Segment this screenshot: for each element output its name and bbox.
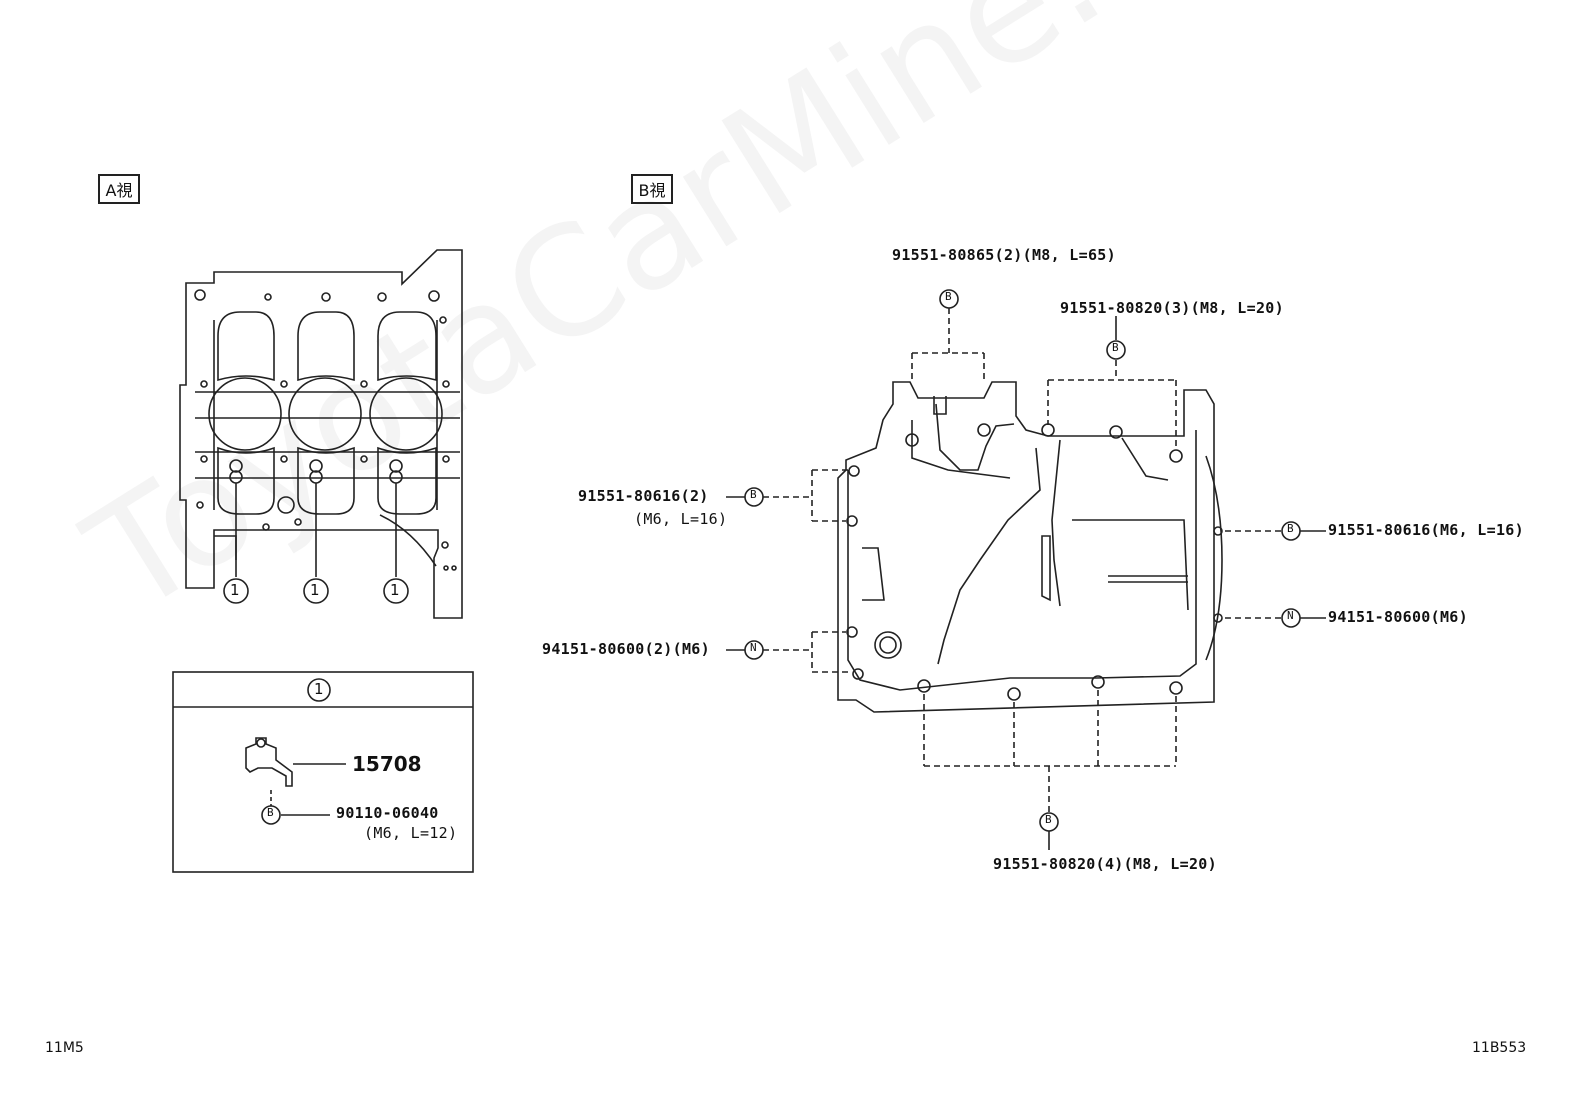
right-lower-symbol: N: [1287, 609, 1294, 622]
callout-number: 1: [230, 581, 240, 599]
left-upper-bolt-label: 91551-80616(2): [578, 487, 709, 505]
bolt-spec: (M6, L=12): [364, 824, 458, 842]
view-b-label: B視: [631, 174, 673, 204]
footer-right-code: 11B553: [1472, 1040, 1527, 1056]
left-lower-nut-label: 94151-80600(2)(M6): [542, 640, 710, 658]
bolt-part-number: 90110-06040: [336, 804, 439, 822]
oil-pan-drawing: [837, 381, 1223, 713]
footer-left-code: 11M5: [45, 1040, 84, 1056]
b-view-leaders: [763, 308, 1282, 813]
b-view-symbol-circles: [726, 289, 1326, 850]
left-lower-symbol: N: [750, 641, 757, 654]
cylinder-block-drawing: [179, 249, 463, 619]
oil-jet-part-number: 15708: [352, 752, 422, 776]
right-upper-bolt-label: 91551-80616(M6, L=16): [1328, 521, 1524, 539]
bolt-symbol: B: [267, 806, 274, 819]
detail-box-header: 1: [314, 680, 324, 698]
bottom-bolt-label: 91551-80820(4)(M8, L=20): [993, 855, 1217, 873]
right-lower-nut-label: 94151-80600(M6): [1328, 608, 1468, 626]
top-right-bolt-label: 91551-80820(3)(M8, L=20): [1060, 299, 1284, 317]
left-upper-symbol: B: [750, 488, 757, 501]
callout-number: 1: [310, 581, 320, 599]
top-left-symbol: B: [945, 290, 952, 303]
top-right-symbol: B: [1112, 341, 1119, 354]
right-upper-symbol: B: [1287, 522, 1294, 535]
oil-jet-detail-box: [172, 671, 474, 873]
top-left-bolt-label: 91551-80865(2)(M8, L=65): [892, 246, 1116, 264]
view-a-label: A視: [98, 174, 140, 204]
bottom-symbol: B: [1045, 813, 1052, 826]
left-upper-bolt-spec: (M6, L=16): [634, 510, 728, 528]
callout-number: 1: [390, 581, 400, 599]
